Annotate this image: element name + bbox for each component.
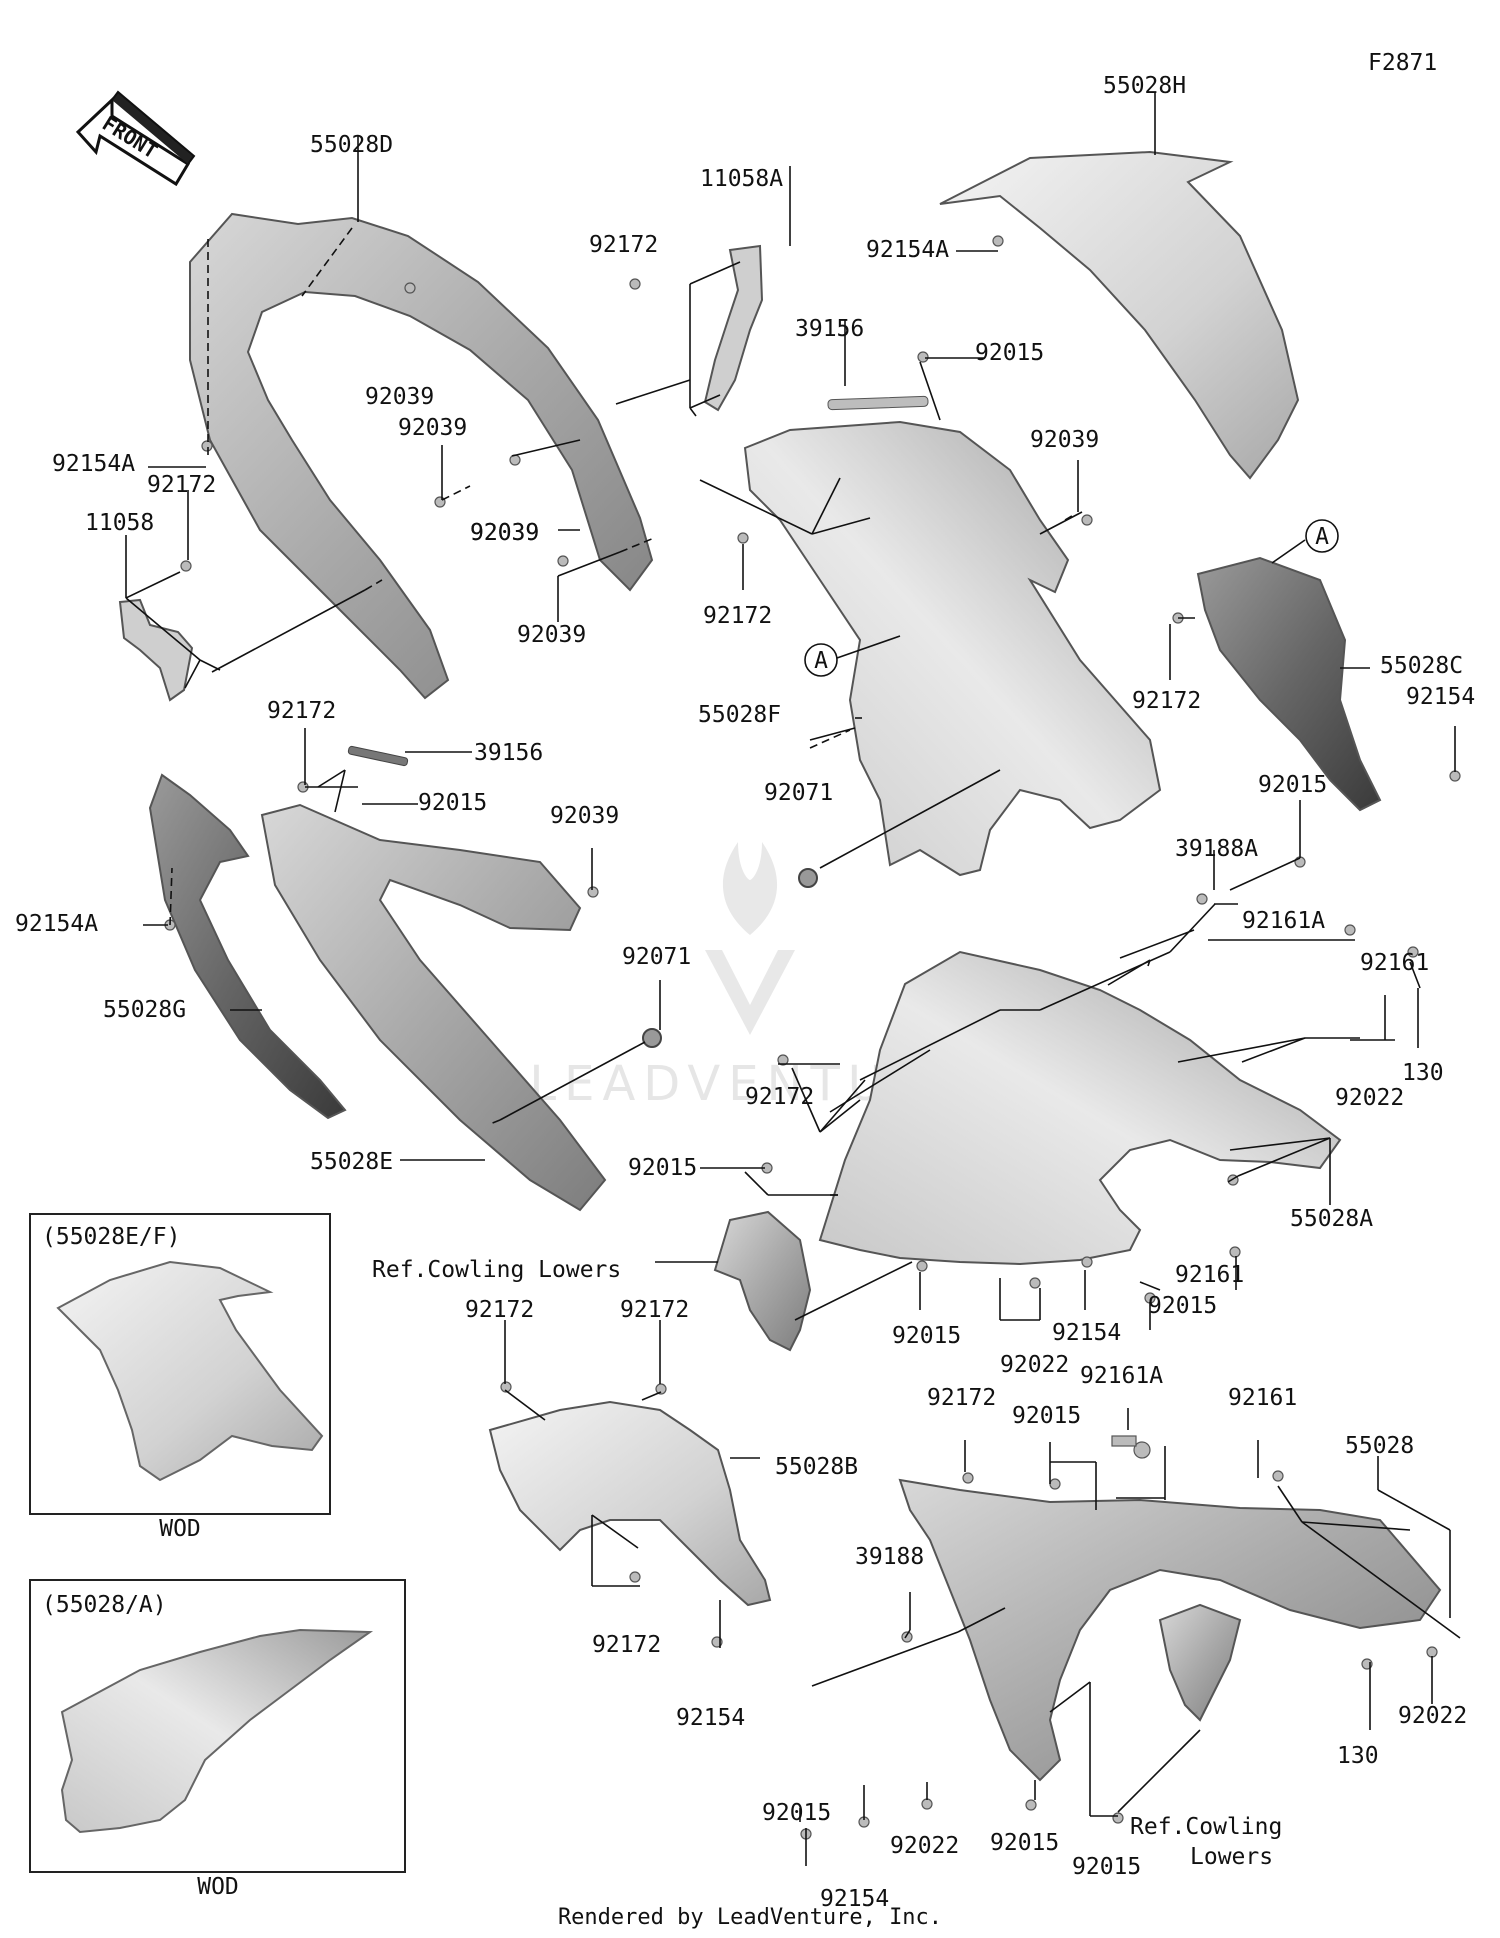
label-92172-f: 92172 (745, 1084, 814, 1110)
label-92071-b: 92071 (622, 944, 691, 970)
label-92172-g: 92172 (465, 1297, 534, 1323)
part-55028f (743, 420, 1162, 877)
label-92154-c: 92154 (676, 1705, 745, 1731)
label-92172-j: 92172 (592, 1632, 661, 1658)
label-92154-d: 92154 (820, 1886, 889, 1912)
label-39156-b: 39156 (474, 740, 543, 766)
label-92022-c: 92022 (1398, 1703, 1467, 1729)
svg-text:A: A (1315, 524, 1329, 550)
label-130-b: 130 (1337, 1743, 1379, 1769)
footer-credit: Rendered by LeadVenture, Inc. (558, 1905, 942, 1930)
label-130-a: 130 (1402, 1060, 1444, 1086)
label-92154-a: 92154 (1406, 684, 1475, 710)
inset-bottom: (55028/A) WOD (29, 1579, 406, 1900)
part-55028g (148, 773, 347, 1120)
label-11058: 11058 (85, 510, 154, 536)
label-92154-b: 92154 (1052, 1320, 1121, 1346)
front-arrow-icon: FRONT (75, 90, 196, 187)
label-92022-a: 92022 (1335, 1085, 1404, 1111)
part-55028h (939, 150, 1300, 480)
part-55028a (818, 950, 1342, 1266)
label-55028h: 55028H (1103, 73, 1186, 99)
label-39188a: 39188A (1175, 836, 1258, 862)
label-92172-c: 92172 (703, 603, 772, 629)
label-92172-a: 92172 (589, 232, 658, 258)
label-92039-a: 92039 (365, 384, 434, 410)
label-11058a: 11058A (700, 166, 783, 192)
label-92161-c: 92161 (1228, 1385, 1297, 1411)
part-labels: 55028D 11058A 55028H 92172 92154A 39156 … (15, 73, 1475, 1912)
label-55028e: 55028E (310, 1149, 393, 1175)
label-92161-a: 92161 (1360, 950, 1429, 976)
label-92039-b: 92039 (398, 415, 467, 441)
label-55028c: 55028C (1380, 653, 1463, 679)
part-11058a (703, 244, 764, 412)
label-92015-g: 92015 (1012, 1403, 1081, 1429)
label-92015-i: 92015 (990, 1830, 1059, 1856)
label-55028: 55028 (1345, 1433, 1414, 1459)
label-92022-d: 92022 (890, 1833, 959, 1859)
ref-cowling-label-line2: Lowers (1190, 1844, 1273, 1870)
label-92022-b: 92022 (1000, 1352, 1069, 1378)
label-39156-a: 39156 (795, 316, 864, 342)
inset-top-caption: WOD (159, 1516, 201, 1542)
leader-lines (125, 92, 1461, 1866)
label-92039-g: 92039 (550, 803, 619, 829)
label-92154a-c: 92154A (15, 911, 98, 937)
part-39156-lower (347, 745, 409, 767)
ref-cowling-label-line1: Ref.Cowling (1130, 1814, 1282, 1840)
label-92039-c: 92039 (1030, 427, 1099, 453)
part-39156-upper (827, 395, 929, 411)
label-92015-b: 92015 (1258, 772, 1327, 798)
part-55028d (189, 212, 654, 700)
callout-a-right: A (1305, 519, 1339, 553)
label-55028b: 55028B (775, 1454, 858, 1480)
callout-a-left: A (804, 643, 838, 677)
figure-code: F2871 (1368, 50, 1437, 76)
label-92015-f: 92015 (1148, 1293, 1217, 1319)
label-92071-a: 92071 (764, 780, 833, 806)
ref-cowling-lowers-label: Ref.Cowling Lowers (372, 1257, 621, 1283)
label-92015-d: 92015 (628, 1155, 697, 1181)
part-55028 (898, 1478, 1442, 1782)
inset-top-header: (55028E/F) (42, 1224, 180, 1250)
part-92071-lower (642, 1028, 662, 1048)
label-92039-e: 92039 (470, 520, 539, 546)
part-55028c (1196, 556, 1382, 812)
label-92039-d: 92039 (470, 520, 539, 546)
label-55028f: 55028F (698, 702, 781, 728)
label-92154a-b: 92154A (52, 451, 135, 477)
svg-text:A: A (814, 648, 828, 674)
label-55028g: 55028G (103, 997, 186, 1023)
label-92015-j: 92015 (1072, 1854, 1141, 1880)
part-55028b (488, 1400, 772, 1607)
label-39188: 39188 (855, 1544, 924, 1570)
inset-bottom-caption: WOD (197, 1874, 239, 1900)
label-92161a-b: 92161A (1080, 1363, 1163, 1389)
part-92071-upper (798, 868, 818, 888)
inset-bottom-header: (55028/A) (42, 1592, 167, 1618)
label-92015-a: 92015 (975, 340, 1044, 366)
label-92015-h: 92015 (762, 1800, 831, 1826)
label-92172-h: 92172 (620, 1297, 689, 1323)
label-92154a-a: 92154A (866, 237, 949, 263)
inset-top: (55028E/F) WOD (29, 1213, 331, 1542)
part-ref-bracket-bottom (1158, 1603, 1242, 1722)
label-92015-e: 92015 (892, 1323, 961, 1349)
label-55028d: 55028D (310, 132, 393, 158)
part-ref-bracket-middle (713, 1210, 812, 1352)
label-92172-e: 92172 (267, 698, 336, 724)
label-92015-c: 92015 (418, 790, 487, 816)
part-11058 (118, 598, 194, 702)
label-92161a-a: 92161A (1242, 908, 1325, 934)
label-92161-b: 92161 (1175, 1262, 1244, 1288)
label-55028a: 55028A (1290, 1206, 1373, 1232)
label-92172-i: 92172 (927, 1385, 996, 1411)
label-92172-b: 92172 (147, 472, 216, 498)
label-92172-d: 92172 (1132, 688, 1201, 714)
label-92039-f: 92039 (517, 622, 586, 648)
